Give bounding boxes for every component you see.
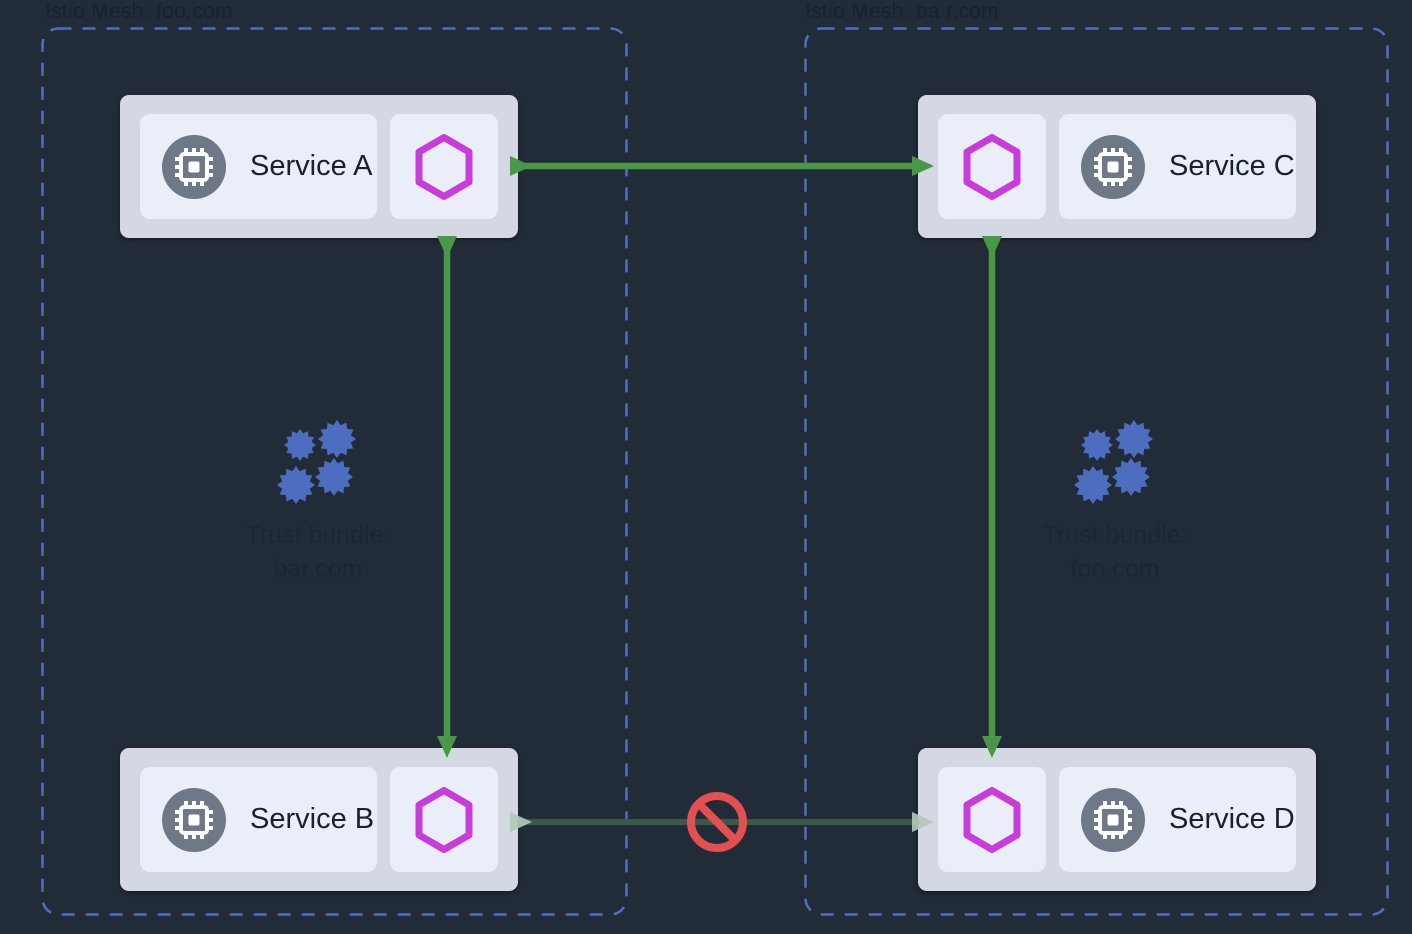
service-a-label-panel: Service A (140, 114, 377, 219)
service-d-proxy-panel (938, 767, 1046, 872)
envoy-proxy-hexagon-icon (963, 133, 1021, 200)
envoy-proxy-hexagon-icon (415, 133, 473, 200)
service-c-label-panel: Service C (1059, 114, 1296, 219)
envoy-proxy-hexagon-icon (963, 786, 1021, 853)
gear-icon (284, 429, 316, 461)
service-a-node: Service A (120, 95, 518, 238)
service-c-proxy-panel (938, 114, 1046, 219)
gear-icon (277, 466, 315, 504)
service-b-node: Service B (120, 748, 518, 891)
trust-bundle-right-domain: foo.com (1070, 555, 1160, 583)
service-b-name: Service B (250, 803, 375, 835)
service-a-proxy-panel (390, 114, 498, 219)
mesh-right-title: Istio Mesh: ba r.com (805, 0, 999, 23)
service-c-node: Service C (918, 95, 1316, 238)
trust-bundle-left-label: Trust bundle: (245, 521, 391, 549)
service-c-name: Service C (1169, 150, 1295, 182)
gear-icon (1112, 458, 1150, 496)
chip-icon (1081, 787, 1145, 852)
gear-icon (1074, 466, 1112, 504)
trust-bundle-right: Trust bundle: foo.com (995, 420, 1235, 586)
trust-bundle-right-label: Trust bundle: (1042, 521, 1188, 549)
trust-bundle-gears-icon (277, 420, 356, 504)
service-d-label-panel: Service D (1059, 767, 1296, 872)
gear-icon (315, 458, 353, 496)
service-b-proxy-panel (390, 767, 498, 872)
gear-icon (1081, 429, 1113, 461)
gear-icon (1115, 420, 1153, 458)
service-a-name: Service A (250, 150, 373, 182)
mesh-right-boundary (804, 27, 1389, 916)
chip-icon (162, 787, 226, 852)
envoy-proxy-hexagon-icon (415, 786, 473, 853)
trust-bundle-left: Trust bundle: bar.com (198, 420, 438, 586)
service-d-node: Service D (918, 748, 1316, 891)
mesh-left-boundary (41, 27, 628, 916)
mesh-left-title: Istio Mesh: foo.com (45, 0, 233, 23)
chip-icon (162, 134, 226, 199)
trust-bundle-gears-icon (1074, 420, 1153, 504)
service-d-name: Service D (1169, 803, 1295, 835)
service-b-label-panel: Service B (140, 767, 377, 872)
gear-icon (318, 420, 356, 458)
chip-icon (1081, 134, 1145, 199)
trust-bundle-left-domain: bar.com (273, 555, 363, 583)
